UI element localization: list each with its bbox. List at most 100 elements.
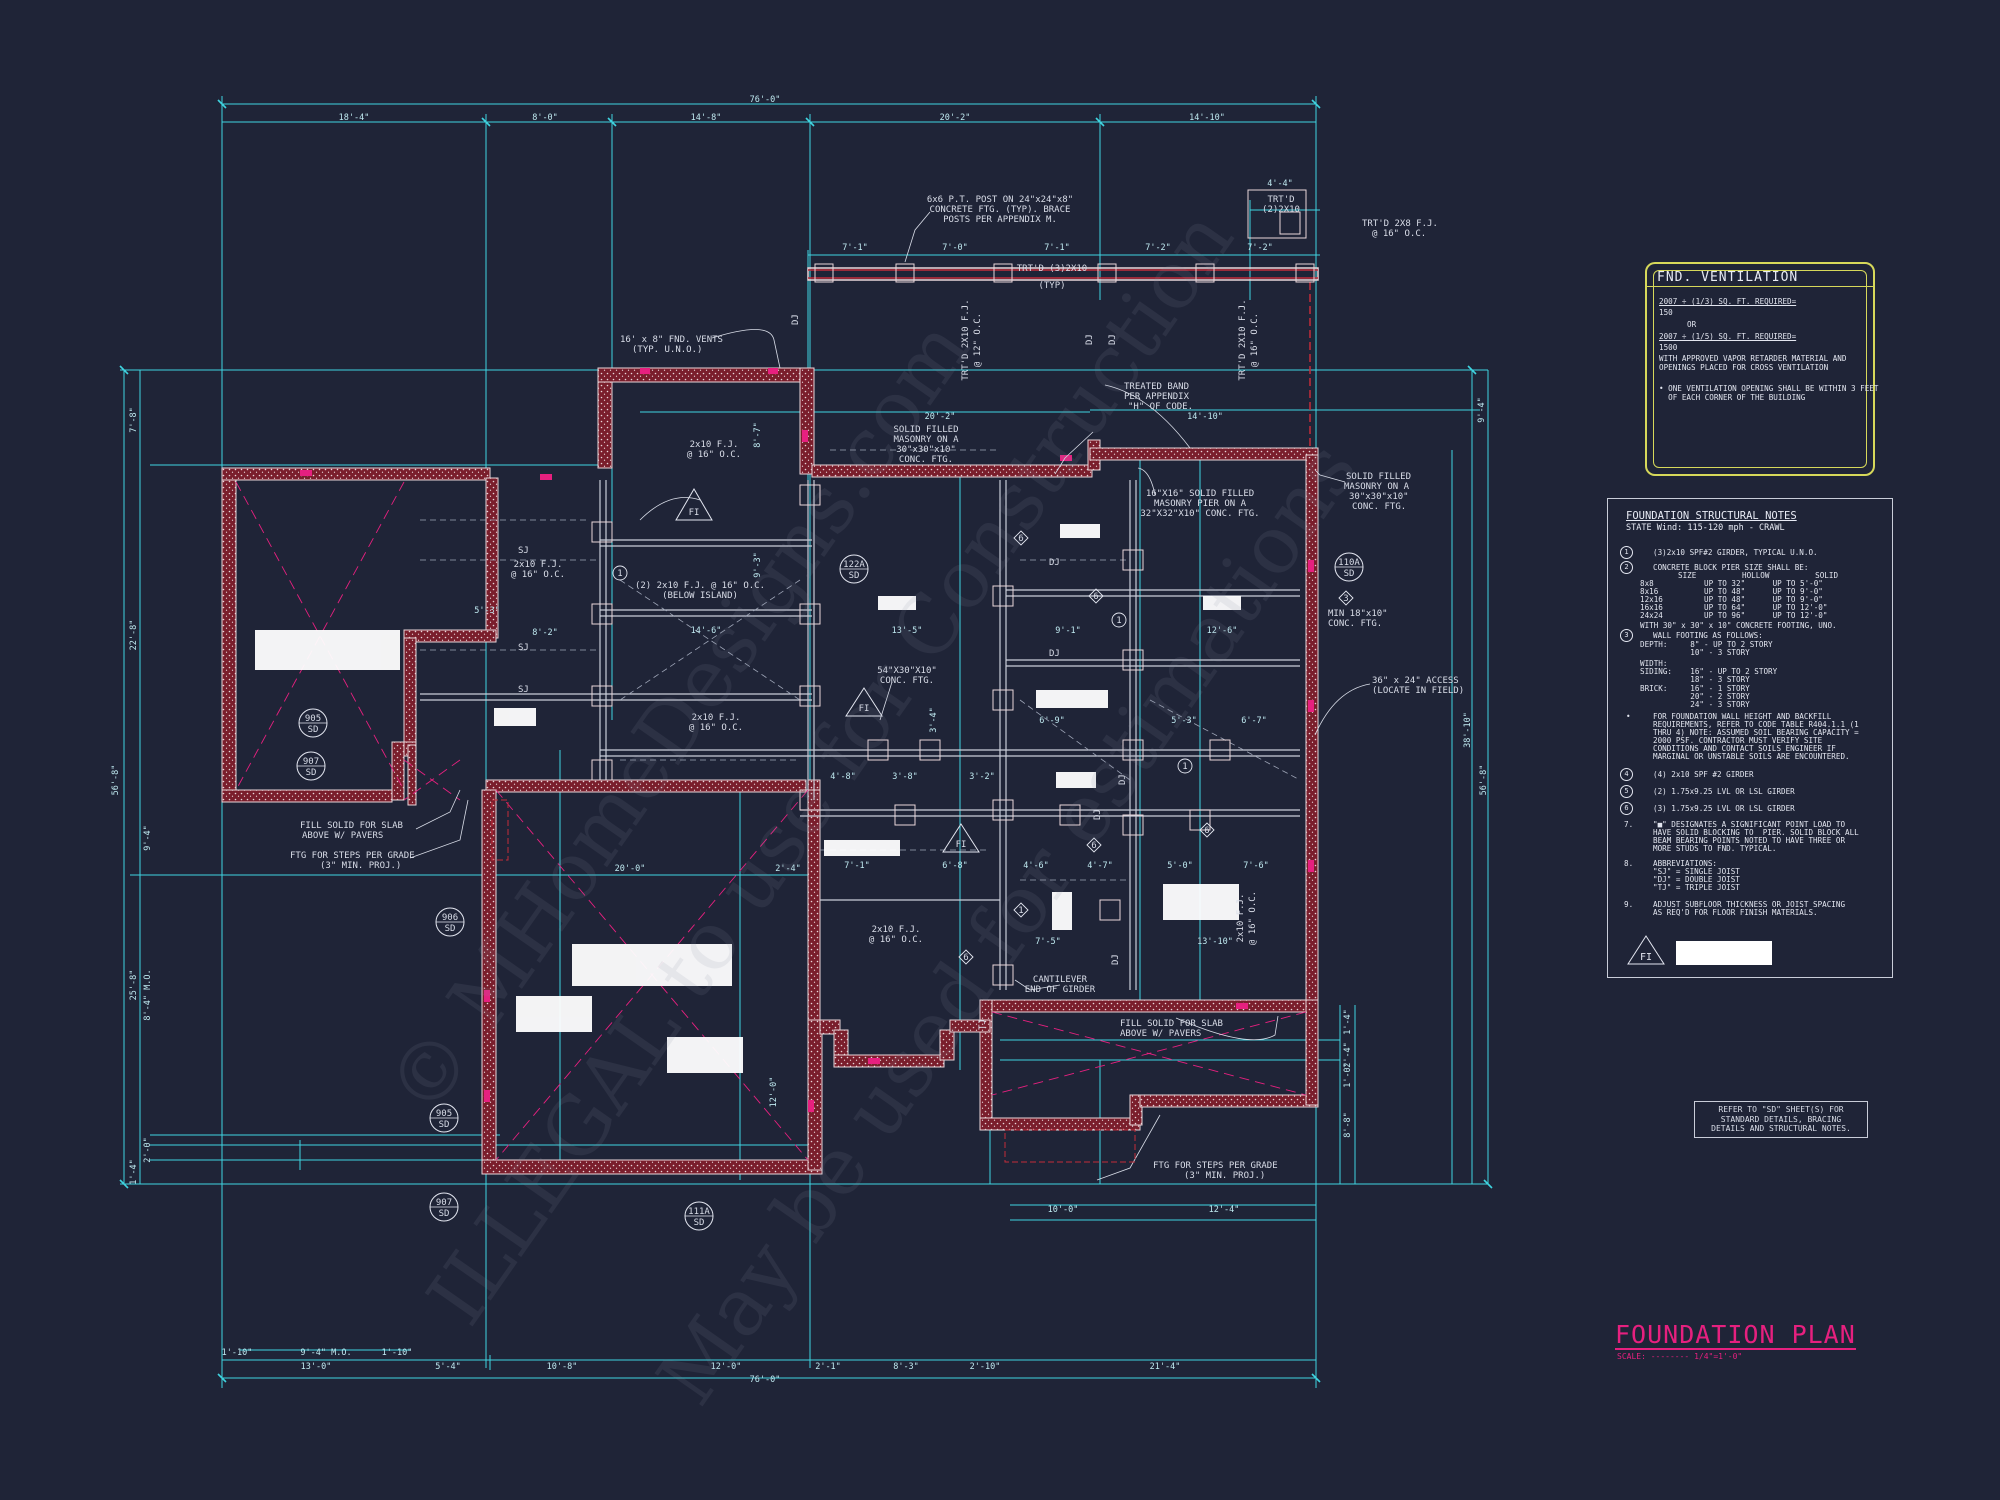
idim-24: 7'-5" (1035, 937, 1061, 947)
idim-26: 20'-0" (615, 864, 646, 874)
note-fj-d-1: 2x10 F.J. (872, 925, 921, 935)
bullet-line-6: MARGINAL OR UNSTABLE SOILS ARE ENCOUNTER… (1653, 752, 1850, 761)
note-masonry-b-2: MASONRY ON A (1344, 482, 1410, 492)
note-vents-1: 16' x 8" FND. VENTS (620, 335, 723, 345)
label-dj-8: DJ (1093, 809, 1103, 820)
pier-row-3: 12x16 UP TO 48" UP TO 9'-0" (1640, 595, 1823, 604)
note-post-1: 6x6 P.T. POST ON 24"x24"x8" (927, 195, 1073, 205)
note-trtd2x10-3: TRT'D 2X10 F.J. (1238, 299, 1248, 380)
idim-19: 6'-8" (942, 861, 968, 871)
dim-top-2: 8'-0" (532, 113, 558, 123)
interior-dimensions: 20'-2" 14'-10" 8'-7" 9'-3" 14'-6" 13'-5"… (474, 412, 1269, 1107)
note-8-line-2: "SJ" = SINGLE JOIST (1653, 867, 1740, 876)
note-post-2: CONCRETE FTG. (TYP). BRACE (930, 205, 1071, 215)
dim-right-3: 1'-0" (1343, 1062, 1353, 1088)
note-7-line-2: HAVE SOLID BLOCKING TO PIER. SOLID BLOCK… (1653, 828, 1859, 837)
note-7-line-4: MORE STUDS TO FND. TYPICAL. (1653, 844, 1777, 853)
dim-left-4: 25'-8" (129, 970, 139, 1001)
note-2: CONCRETE BLOCK PIER SIZE SHALL BE: (1653, 563, 1809, 572)
note-trtd-fj-1: TRT'D 2X8 F.J. (1362, 219, 1438, 229)
note-min-ftg-2: CONC. FTG. (1328, 619, 1382, 629)
wall-row-3: WIDTH: (1640, 659, 1668, 668)
note-8-line-4: "TJ" = TRIPLE JOIST (1653, 883, 1740, 892)
vent-line-9: • ONE VENTILATION OPENING SHALL BE WITHI… (1659, 384, 1879, 393)
structural-notes-panel: FOUNDATION STRUCTURAL NOTES STATE Wind: … (1607, 498, 1893, 978)
tag-905-a-sheet: SD (308, 725, 319, 735)
note-access-1: 36" x 24" ACCESS (1372, 676, 1459, 686)
idim-25: 13'-10" (1197, 937, 1233, 947)
dim-right-inner: 38'-10" (1463, 712, 1473, 748)
dimension-ticks (119, 99, 1493, 1383)
porch-posts (814, 189, 1315, 283)
label-dj-7: DJ (1118, 774, 1128, 785)
dim-porch-6: 4'-4" (1267, 179, 1293, 189)
tag-905-b-num: 905 (436, 1109, 452, 1119)
wall-row-1: DEPTH: 8" - UP TO 2 STORY (1640, 640, 1773, 649)
dim-right-4: 8'-8" (1343, 1112, 1353, 1138)
dim-left-6: 2'-0" (143, 1137, 153, 1163)
wall-row-7: 20" - 2 STORY (1640, 692, 1750, 701)
note-number-4: 4 (1620, 768, 1633, 781)
pier-row-5: 24x24 UP TO 96" UP TO 12'-0" (1640, 611, 1828, 620)
idim-1: 20'-2" (925, 412, 956, 422)
dim-bottom-5: 8'-3" (893, 1362, 919, 1372)
note-cantilever-1: CANTILEVER (1033, 975, 1088, 985)
dim-left-1: 7'-8" (129, 407, 139, 433)
wall-row-6: BRICK: 16" - 1 STORY (1640, 684, 1750, 693)
note-fj-a-1: 2x10 F.J. (690, 440, 739, 450)
label-tj: TJ (978, 1019, 988, 1030)
wall-row-2: 10" - 3 STORY (1640, 648, 1750, 657)
note-9-line-2: AS REQ'D FOR FLOOR FINISH MATERIALS. (1653, 908, 1818, 917)
dim-left-overall: 56'-8" (111, 765, 121, 796)
label-sj-3: SJ (518, 685, 529, 695)
label-sj-1: SJ (518, 546, 529, 556)
vent-line-3: OR (1687, 320, 1697, 329)
dim-bottom-1: 5'-4" (435, 1362, 461, 1372)
label-dj-2: DJ (1049, 649, 1060, 659)
vent-line-10: OF EACH CORNER OF THE BUILDING (1659, 393, 1806, 402)
note-pier-3: 32"X32"X10" CONC. FTG. (1140, 509, 1259, 519)
fi-legend-icon: FI (1627, 935, 1665, 965)
note-trtd2x10-1: TRT'D 2X10 F.J. (961, 299, 971, 380)
dimension-labels: 76'-0" 76'-0" 56'-8" 56'-8" 38'-10" 18'-… (111, 95, 1489, 1385)
dim-right-overall: 56'-8" (1479, 765, 1489, 796)
idim-23: 7'-6" (1243, 861, 1269, 871)
dim-porch-3: 7'-1" (1044, 243, 1070, 253)
tag-906-num: 906 (442, 913, 458, 923)
note-post-3: POSTS PER APPENDIX M. (943, 215, 1057, 225)
marker-1-b: 1 (1116, 616, 1121, 626)
marker-6-d: 6 (1204, 826, 1209, 836)
note-6: (3) 1.75x9.25 LVL OR LSL GIRDER (1653, 804, 1795, 813)
note-9-line-1: ADJUST SUBFLOOR THICKNESS OR JOIST SPACI… (1653, 900, 1846, 909)
note-number-8: 8. (1624, 859, 1634, 868)
note-number-1: 1 (1620, 546, 1633, 559)
note-number-9: 9. (1624, 900, 1634, 909)
pier-row-1: 8x8 UP TO 32" UP TO 5'-0" (1640, 579, 1823, 588)
watermark: © MHomeDesigns.com ILLEGAL to use for Co… (369, 194, 1375, 1421)
note-fj-a-2: @ 16" O.C. (687, 450, 741, 460)
fnd-ventilation-panel: FND. VENTILATION 2007 ÷ (1/3) SQ. FT. RE… (1645, 262, 1879, 476)
label-dj-3: DJ (791, 314, 801, 325)
note-4: (4) 2x10 SPF #2 GIRDER (1653, 770, 1754, 779)
marker-6-b: 6 (1093, 592, 1098, 602)
note-trtd2x10-2: @ 12" O.C. (973, 313, 983, 367)
dim-left-2: 22'-8" (129, 620, 139, 651)
bullet-line-3: THRU 4) NOTE: ASSUMED SOIL BEARING CAPAC… (1653, 728, 1859, 737)
note-number-7: 7. (1624, 820, 1634, 829)
note-access-2: (LOCATE IN FIELD) (1372, 686, 1464, 696)
idim-8: 12'-6" (1207, 626, 1238, 636)
dim-bottom-3: 12'-0" (711, 1362, 742, 1372)
note-fill-slab-b-2: ABOVE W/ PAVERS (302, 831, 383, 841)
girder-marker-labels: 1 1 1 6 6 6 6 1 6 3 (617, 534, 1348, 963)
note-trtd-fj-2: @ 16" O.C. (1372, 229, 1426, 239)
note-steps-a-2: (3" MIN. PROJ.) (320, 861, 401, 871)
marker-1-d: 1 (1018, 906, 1023, 916)
label-dj-4: DJ (1085, 334, 1095, 345)
note-girder-porch-1: TRT'D (3)2X10 (1017, 264, 1087, 274)
step-footing (491, 799, 1136, 1163)
note-pier-1: 16"X16" SOLID FILLED (1146, 489, 1254, 499)
note-band-1: TREATED BAND (1124, 382, 1189, 392)
idim-28: 12'-0" (769, 1077, 779, 1108)
rear-porch (807, 267, 1319, 450)
